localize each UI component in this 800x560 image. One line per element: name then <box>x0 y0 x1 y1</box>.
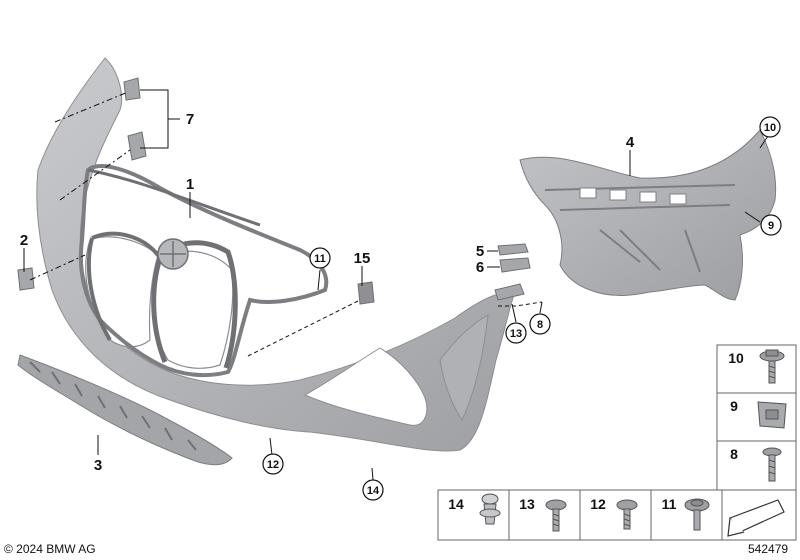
orientation-arrow-icon <box>727 499 785 537</box>
callout-circle-8: 8 <box>529 313 551 335</box>
callout-13: 13 <box>510 328 522 340</box>
copyright-text: © 2024 BMW AG <box>4 542 96 556</box>
callout-12: 12 <box>267 459 279 471</box>
callout-circle-13: 13 <box>505 322 527 344</box>
legend-label-14: 14 <box>448 496 464 512</box>
legend-label-11: 11 <box>662 496 677 512</box>
callout-circle-12: 12 <box>262 453 284 475</box>
clip-nut-icon <box>757 401 787 429</box>
callout-11: 11 <box>314 253 326 265</box>
lower-grille <box>17 354 233 466</box>
callout-14: 14 <box>367 485 380 497</box>
callout-10: 10 <box>764 122 776 134</box>
callout-circle-14: 14 <box>362 479 384 501</box>
legend-label-13: 13 <box>519 496 535 512</box>
flange-screw-icon <box>759 349 785 384</box>
diagram-id: 542479 <box>748 542 789 556</box>
legend-right: 10 9 8 <box>716 344 797 491</box>
callout-3: 3 <box>94 457 102 474</box>
expanding-rivet-icon <box>479 493 501 525</box>
legend-label-10: 10 <box>728 350 744 366</box>
bumper-panel <box>36 57 516 452</box>
callout-9: 9 <box>768 220 774 232</box>
callout-circle-10-top: 10 <box>759 116 781 138</box>
small-brackets <box>17 77 531 305</box>
callout-circle-9: 9 <box>760 214 782 236</box>
callout-1: 1 <box>186 176 194 193</box>
callout-circle-11: 11 <box>309 247 331 269</box>
legend-bottom: 14 13 12 11 <box>437 489 797 541</box>
legend-label-8: 8 <box>730 446 738 462</box>
bumper-carrier <box>519 129 777 301</box>
leader-lines <box>23 89 771 481</box>
callout-6: 6 <box>476 259 484 276</box>
legend-label-12: 12 <box>590 496 606 512</box>
callout-5: 5 <box>476 243 484 260</box>
callout-7: 7 <box>186 111 194 128</box>
callout-2: 2 <box>20 232 28 249</box>
callout-8: 8 <box>537 319 543 331</box>
grille-carrier <box>78 164 329 378</box>
callout-15: 15 <box>354 250 371 267</box>
callout-4: 4 <box>626 134 635 151</box>
pan-head-screw-icon <box>616 499 638 530</box>
hex-flange-screw-icon <box>545 499 567 532</box>
screw-icon <box>762 447 782 482</box>
legend-label-9: 9 <box>730 398 738 414</box>
washer-screw-icon <box>684 498 710 531</box>
